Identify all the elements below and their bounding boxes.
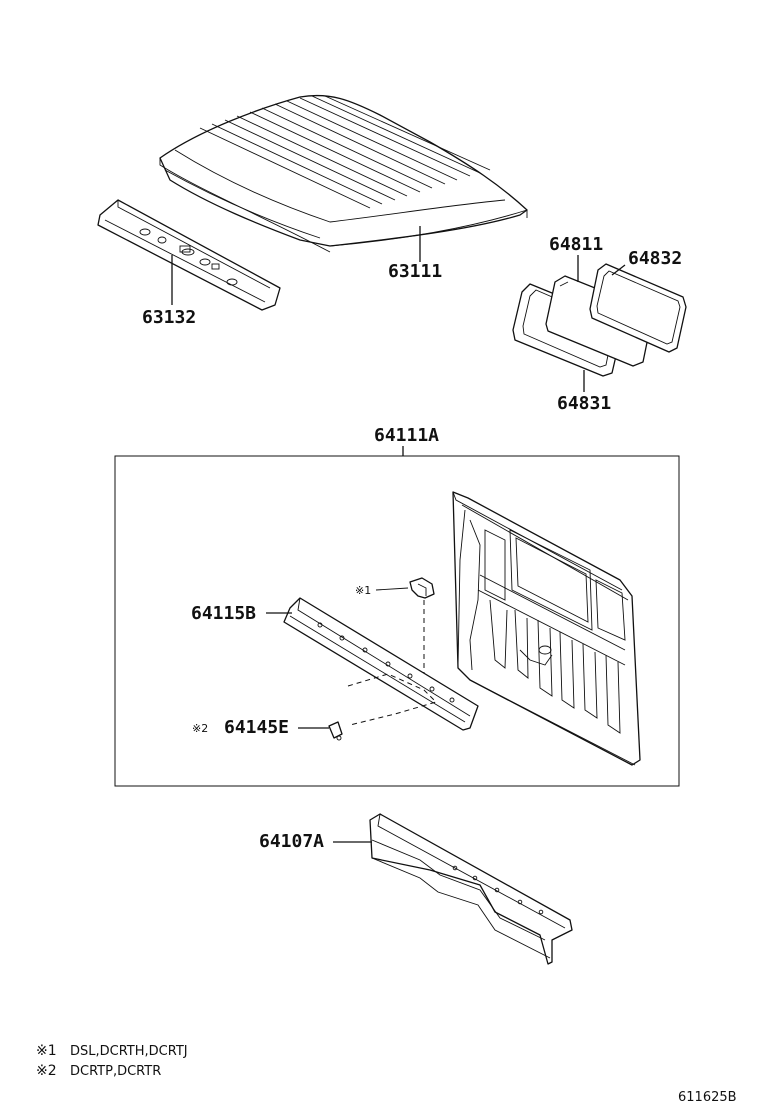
back-window-drawing [512, 263, 687, 377]
footnote-text-1: DSL,DCRTH,DCRTJ [70, 1044, 188, 1059]
footnote-mark-1: ※1 [36, 1043, 57, 1059]
part-label-cross-member: 64107A [259, 831, 324, 852]
back-panel-drawing [452, 491, 641, 766]
part-label-back-panel-assy: 64111A [374, 425, 439, 446]
reinforcement-drawing [283, 597, 479, 731]
callout-mark-2: ※2 [192, 722, 208, 735]
footnote-mark-2: ※2 [36, 1063, 57, 1079]
cross-member-drawing [369, 813, 573, 965]
part-label-bracket: 64145E [224, 717, 289, 738]
part-label-weatherstrip-inner: 64831 [557, 393, 611, 414]
part-label-roof-header: 63132 [142, 307, 196, 328]
part-label-weatherstrip-outer: 64832 [628, 248, 682, 269]
part-label-glass: 64811 [549, 234, 603, 255]
footnote-text-2: DCRTP,DCRTR [70, 1064, 161, 1079]
roof-header-drawing [97, 199, 281, 311]
diagram-code: 611625B [678, 1090, 737, 1105]
clip-drawing [409, 577, 435, 599]
roof-panel-drawing [159, 94, 528, 253]
part-label-roof-panel: 63111 [388, 261, 442, 282]
callout-mark-1: ※1 [355, 584, 371, 597]
part-label-reinforcement: 64115B [191, 603, 256, 624]
bracket-drawing [328, 721, 343, 741]
assembly-group-box [114, 455, 680, 787]
